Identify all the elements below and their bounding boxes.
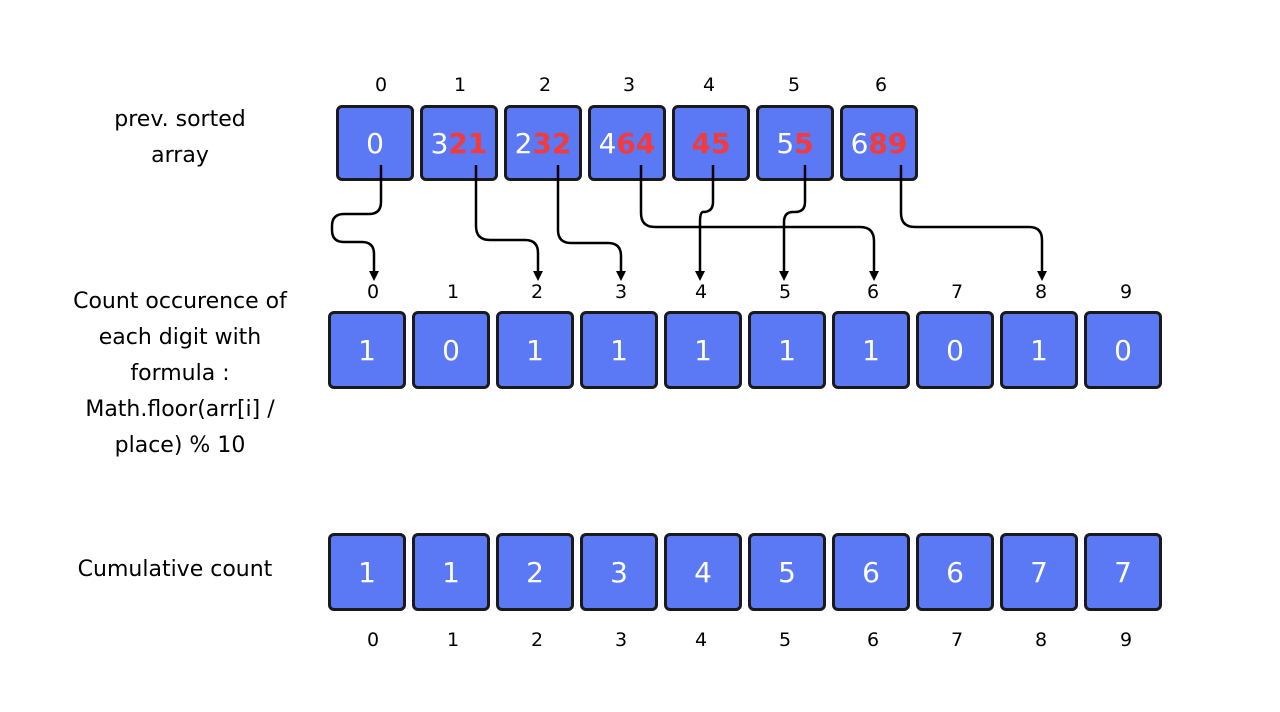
sorted-index-row: 0 1 2 3 4 5 6 xyxy=(0,74,1280,96)
cumulative-index: 5 xyxy=(778,629,792,651)
count-index: 2 xyxy=(530,281,544,303)
cumulative-cell: 1 xyxy=(412,533,490,611)
count-index-row: 0 1 2 3 4 5 6 7 8 9 xyxy=(0,281,1280,303)
count-cell: 1 xyxy=(664,311,742,389)
cumulative-index: 1 xyxy=(446,629,460,651)
cumulative-index: 2 xyxy=(530,629,544,651)
cumulative-index: 8 xyxy=(1034,629,1048,651)
count-index: 6 xyxy=(866,281,880,303)
count-index: 4 xyxy=(694,281,708,303)
count-index: 0 xyxy=(366,281,380,303)
cumulative-cell: 7 xyxy=(1000,533,1078,611)
count-index: 9 xyxy=(1119,281,1133,303)
cumulative-cell: 3 xyxy=(580,533,658,611)
cumulative-cell: 1 xyxy=(328,533,406,611)
sorted-index: 4 xyxy=(702,74,716,96)
cumulative-cell: 4 xyxy=(664,533,742,611)
cumulative-array: 1 1 2 3 4 5 6 6 7 7 xyxy=(328,533,1162,611)
sorted-label-line-1: prev. sorted xyxy=(114,107,246,132)
sorted-index: 5 xyxy=(787,74,801,96)
count-label-line-5: place) % 10 xyxy=(114,433,246,458)
count-cell: 1 xyxy=(748,311,826,389)
count-label-line-1: Count occurence of xyxy=(73,289,287,314)
cumulative-cell: 7 xyxy=(1084,533,1162,611)
sorted-cell: 0 xyxy=(336,105,414,181)
count-cell: 0 xyxy=(916,311,994,389)
count-cell: 1 xyxy=(328,311,406,389)
cumulative-cell: 6 xyxy=(916,533,994,611)
sorted-index: 6 xyxy=(874,74,888,96)
sorted-index: 0 xyxy=(374,74,388,96)
cumulative-index: 7 xyxy=(950,629,964,651)
count-label-line-4: Math.floor(arr[i] / xyxy=(85,397,275,422)
sorted-index: 1 xyxy=(453,74,467,96)
count-index: 3 xyxy=(614,281,628,303)
sorted-cell: 45 xyxy=(672,105,750,181)
count-label-line-2: each digit with xyxy=(98,325,262,350)
cumulative-index: 9 xyxy=(1119,629,1133,651)
sorted-label-line-2: array xyxy=(151,143,209,168)
cumulative-index: 4 xyxy=(694,629,708,651)
count-index: 8 xyxy=(1034,281,1048,303)
cumulative-cell: 5 xyxy=(748,533,826,611)
count-cell: 1 xyxy=(580,311,658,389)
cumulative-index: 6 xyxy=(866,629,880,651)
cumulative-index: 0 xyxy=(366,629,380,651)
sorted-index: 2 xyxy=(538,74,552,96)
arrow-6-to-8 xyxy=(899,165,1047,281)
sorted-index: 3 xyxy=(622,74,636,96)
arrow-3-to-6 xyxy=(639,165,879,281)
arrow-4-to-4 xyxy=(695,165,715,281)
cumulative-count-label: Cumulative count xyxy=(77,557,273,582)
cumulative-cell: 2 xyxy=(496,533,574,611)
count-cell: 0 xyxy=(412,311,490,389)
count-array: 1 0 1 1 1 1 1 0 1 0 xyxy=(328,311,1162,389)
cumulative-index: 3 xyxy=(614,629,628,651)
count-label-line-3: formula : xyxy=(130,361,230,386)
count-cell: 1 xyxy=(832,311,910,389)
cumulative-cell: 6 xyxy=(832,533,910,611)
arrow-0-to-0 xyxy=(330,165,383,281)
cumulative-index-row: 0 1 2 3 4 5 6 7 8 9 xyxy=(0,629,1280,651)
arrow-5-to-5 xyxy=(779,165,807,281)
count-cell: 1 xyxy=(496,311,574,389)
count-cell: 0 xyxy=(1084,311,1162,389)
count-index: 7 xyxy=(950,281,964,303)
count-index: 1 xyxy=(446,281,460,303)
count-index: 5 xyxy=(778,281,792,303)
sorted-array-label: prev. sorted array xyxy=(100,102,260,174)
arrow-1-to-2 xyxy=(474,165,543,281)
count-array-label: Count occurence of each digit with formu… xyxy=(50,284,310,464)
count-cell: 1 xyxy=(1000,311,1078,389)
arrow-2-to-3 xyxy=(556,165,626,281)
